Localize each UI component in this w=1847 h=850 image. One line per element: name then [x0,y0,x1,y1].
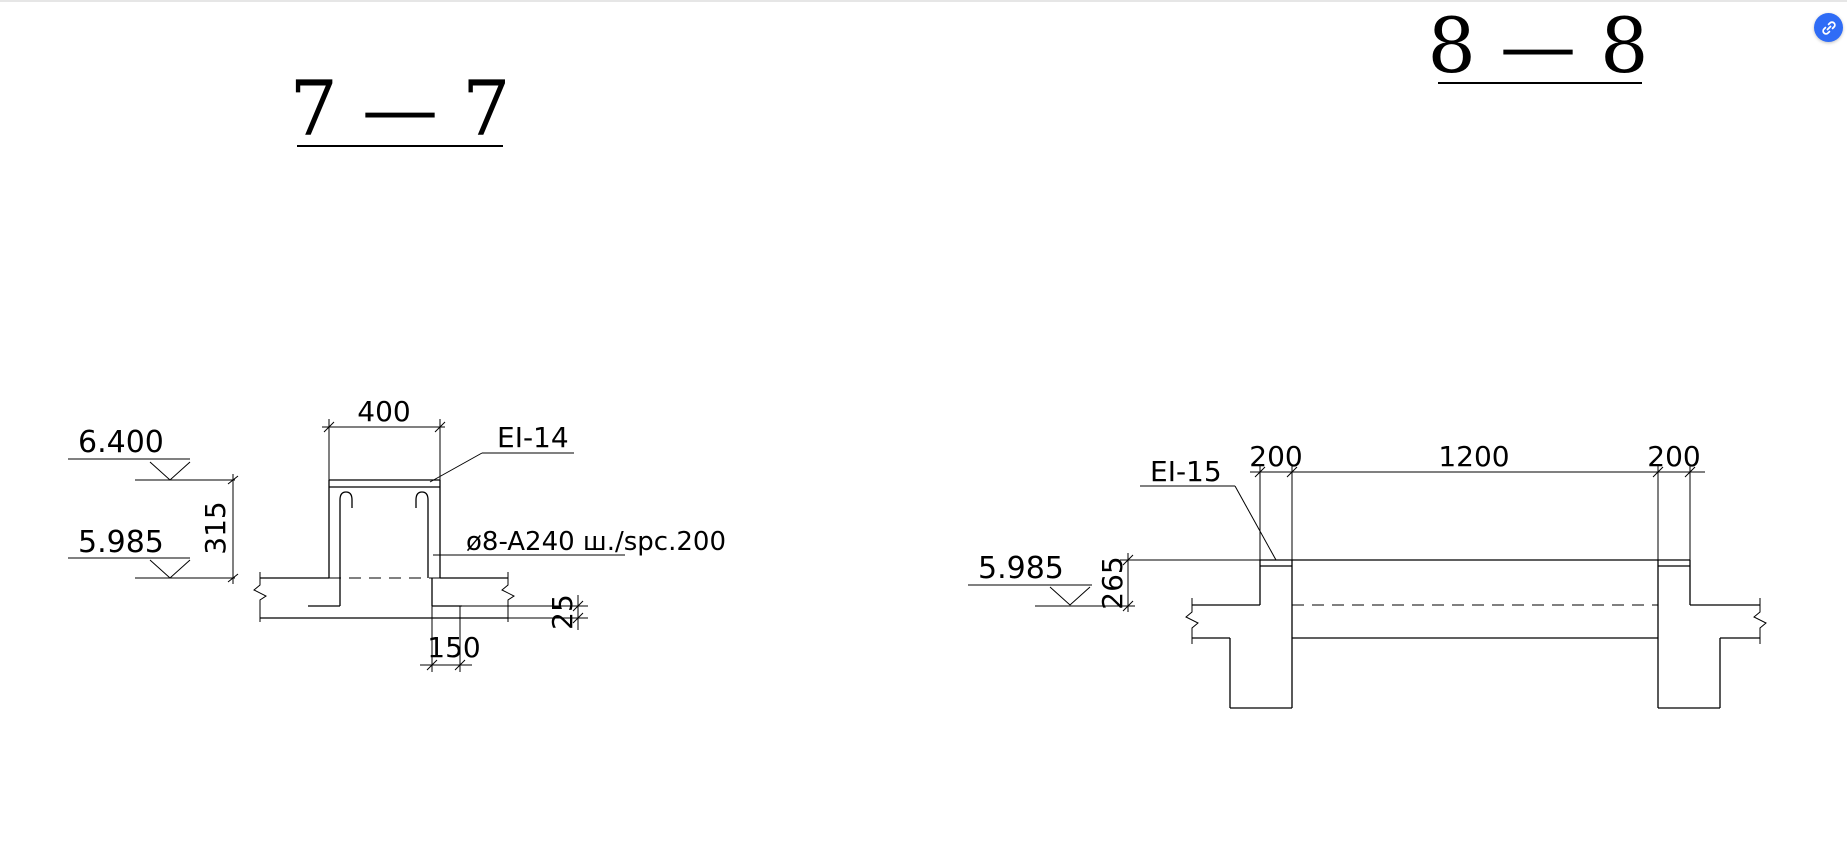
dim-ledge-150: 150 [420,606,481,672]
dim-cover-label: 25 [546,594,579,630]
foundation-structure [1185,559,1767,709]
dim-ledge-label: 150 [427,631,480,664]
level-bottom-label: 5.985 [78,525,164,560]
dim-width-400: 400 [322,395,446,480]
level-marker-bottom: 5.985 [68,525,235,579]
tag-ei-14-label: EI-14 [497,421,569,454]
section-7-7-title: 7 — 7 [289,64,510,153]
dim-height-265: 265 [1096,553,1262,612]
link-button[interactable] [1814,13,1843,42]
section-7-7: 7 — 7 6.400 5.985 315 [68,64,726,672]
dim-cover-25: 25 [462,594,588,630]
level-marker-top: 6.400 [68,425,235,481]
top-border [0,0,1847,2]
rebar-note-label: ø8-A240 ш./spc.200 [466,527,726,557]
level-top-label: 6.400 [78,425,164,460]
dim-right-label: 200 [1647,440,1700,473]
dim-height-label: 265 [1096,556,1129,609]
tag-ei-14: EI-14 [429,421,574,483]
dim-top-chain: 200 1200 200 [1249,440,1705,560]
dim-width-label: 400 [357,395,410,428]
tag-ei-15: EI-15 [1140,455,1277,561]
tag-ei-15-label: EI-15 [1150,455,1222,488]
link-icon [1821,20,1836,35]
level-label: 5.985 [978,551,1064,586]
dim-height-label: 315 [199,501,232,554]
dim-left-label: 200 [1249,440,1302,473]
rebar-note: ø8-A240 ш./spc.200 [433,527,726,557]
level-marker: 5.985 [968,551,1135,607]
section-8-8-title: 8 — 8 [1427,1,1648,90]
dim-span-label: 1200 [1438,440,1509,473]
section-8-8: 8 — 8 5.985 265 200 [968,1,1767,709]
dim-height-315: 315 [199,474,239,584]
